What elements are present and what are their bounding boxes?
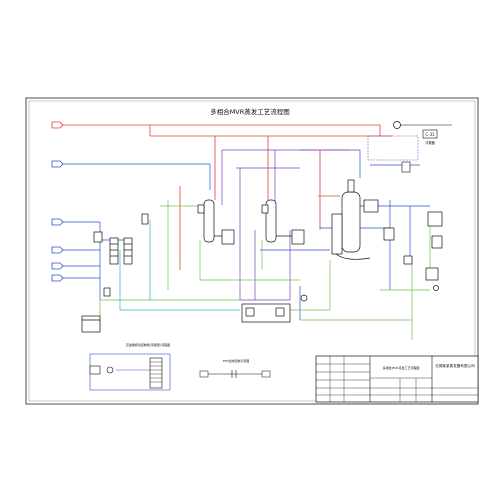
steam-inlet-arrow	[51, 121, 64, 129]
feed-pump	[93, 231, 103, 243]
valve-box	[103, 287, 111, 297]
filter	[141, 213, 149, 225]
company-name: 无锡某某蒸发器有限公司	[435, 363, 475, 368]
condenser-label: 冷凝器	[425, 140, 435, 145]
condenser-tag-box	[422, 129, 438, 139]
condensate-tank	[241, 294, 308, 323]
compressor-icon	[393, 121, 401, 129]
evaporator-effect-1	[197, 199, 235, 245]
preheaters	[93, 213, 149, 297]
feed-tank	[81, 315, 101, 333]
cooling-inlet-arrow	[51, 246, 64, 254]
drawing-title: 多相合MVR蒸发工艺流程图	[210, 107, 290, 116]
inner-frame	[28, 100, 476, 402]
cooling-lines	[119, 220, 240, 311]
drawing-frame	[25, 97, 479, 405]
mother-liquor-tank	[431, 235, 443, 249]
title-block-name: 多相合MVR蒸发工艺流程图	[383, 365, 420, 370]
condenser-tank	[401, 161, 411, 173]
control-legend: 蒸发器视镜控制柜(带报警)流程图	[89, 342, 171, 391]
condensate-lines	[221, 149, 360, 301]
pump-right	[403, 255, 413, 265]
water-lines	[99, 150, 430, 320]
water-inlet-arrow	[51, 160, 64, 168]
preheater-2	[123, 237, 133, 265]
condenser-unit: C-31 冷凝器	[367, 129, 438, 173]
ptc-legend: PTC加热控制示意图	[199, 358, 271, 378]
condenser-tag: C-31	[425, 132, 435, 137]
material-lines	[99, 200, 431, 340]
separator-vessel	[331, 179, 395, 260]
centrifuge	[427, 211, 443, 227]
middle-legend-title: PTC加热控制示意图	[223, 358, 250, 363]
feed-inlet-arrow	[51, 218, 64, 226]
right-equipment	[403, 211, 443, 291]
drain-inlet-arrow	[51, 274, 64, 282]
discharge-valve	[433, 285, 439, 291]
inlet-arrows	[51, 121, 210, 282]
preheater-1	[109, 237, 119, 265]
collection-tank	[425, 267, 439, 281]
return-inlet-arrow	[51, 262, 64, 270]
legend-title: 蒸发器视镜控制柜(带报警)流程图	[126, 342, 170, 347]
mvr-compressor	[393, 121, 452, 129]
evaporator-effect-2	[261, 199, 305, 245]
title-block: 多相合MVR蒸发工艺流程图 无锡某某蒸发器有限公司	[315, 355, 479, 403]
